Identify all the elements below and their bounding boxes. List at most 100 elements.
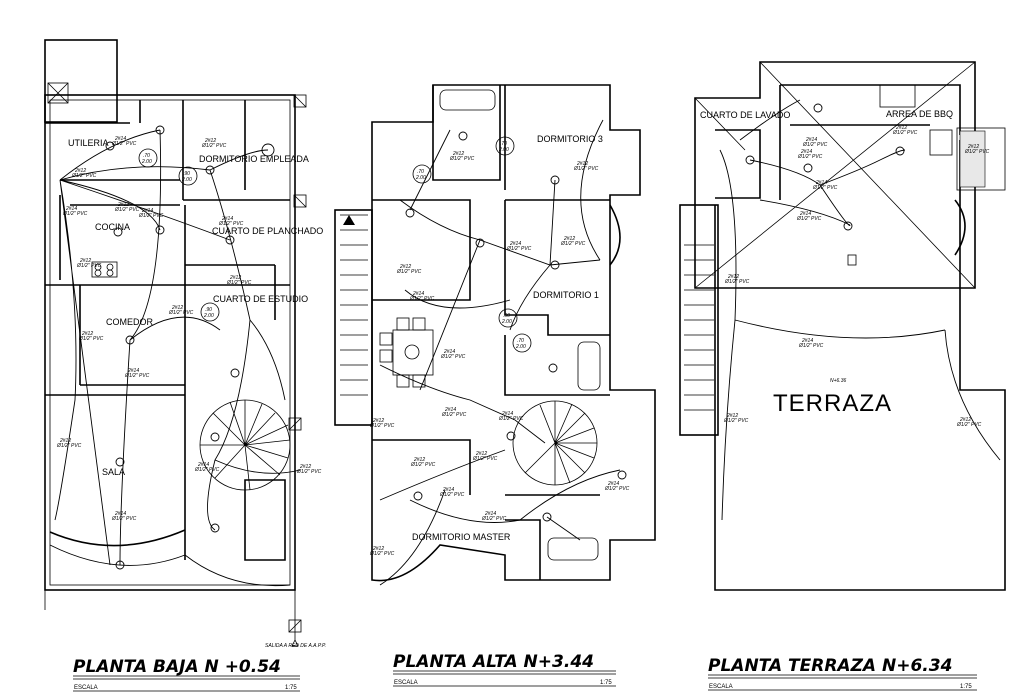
circuit-conduit-label: Ø1/2" PVC bbox=[798, 343, 824, 349]
circuit-conduit-label: Ø1/2" PVC bbox=[369, 551, 395, 557]
circuit-conduit-label: Ø1/2" PVC bbox=[724, 279, 750, 285]
light-fixtures bbox=[745, 103, 905, 231]
room-label: ARREA DE BBQ bbox=[886, 109, 953, 119]
circuit-conduit-label: Ø1/2" PVC bbox=[111, 516, 137, 522]
scale-label: ESCALA bbox=[709, 684, 733, 690]
plan-planta-alta: .702.00 .702.00 .902.00 .702.00 DORMITOR… bbox=[334, 84, 656, 586]
circuit-conduit-label: Ø1/2" PVC bbox=[964, 149, 990, 155]
circuit-conduit-label: Ø1/2" PVC bbox=[441, 412, 467, 418]
title-block-terraza: PLANTA TERRAZA N+6.34 ESCALA 1:75 bbox=[708, 656, 977, 691]
circuit-conduit-label: Ø1/2" PVC bbox=[78, 336, 104, 342]
circuit-conduit-label: Ø1/2" PVC bbox=[892, 130, 918, 136]
circuit-wire-label: 2#14 bbox=[501, 411, 513, 417]
circuit-wire-label: 2#12 bbox=[81, 331, 93, 337]
circuit-conduit-label: Ø1/2" PVC bbox=[56, 443, 82, 449]
circuit-conduit-label: Ø1/2" PVC bbox=[409, 296, 435, 302]
svg-text:.70: .70 bbox=[417, 169, 424, 175]
circuit-conduit-label: Ø1/2" PVC bbox=[449, 156, 475, 162]
circuit-conduit-label: Ø1/2" PVC bbox=[124, 373, 150, 379]
circuit-wire-label: 2#12 bbox=[727, 274, 739, 280]
scale-value: 1:75 bbox=[600, 680, 612, 686]
circuit-wire-label: 2#12 bbox=[967, 144, 979, 150]
light-fixtures bbox=[105, 125, 275, 570]
room-label: COCINA bbox=[95, 222, 130, 232]
circuit-conduit-label: Ø1/2" PVC bbox=[506, 246, 532, 252]
circuit-wire-label: 2#14 bbox=[65, 206, 77, 212]
circuit-wire-label: 2#12 bbox=[399, 264, 411, 270]
circuit-wire-label: 2#12 bbox=[726, 413, 738, 419]
circuit-wire-label: 2#12 bbox=[372, 418, 384, 424]
room-label: UTILERIA bbox=[68, 138, 109, 148]
circuit-wire-label: 2#12 bbox=[204, 138, 216, 144]
svg-text:.90: .90 bbox=[503, 313, 510, 319]
circuit-conduit-label: Ø1/2" PVC bbox=[723, 418, 749, 424]
circuit-conduit-label: Ø1/2" PVC bbox=[396, 269, 422, 275]
circuit-conduit-label: Ø1/2" PVC bbox=[168, 310, 194, 316]
circuit-conduit-label: Ø1/2" PVC bbox=[812, 185, 838, 191]
room-label: CUARTO DE LAVADO bbox=[700, 110, 790, 120]
circuit-wire-label: 2#14 bbox=[412, 291, 424, 297]
circuit-conduit-label: Ø1/2" PVC bbox=[481, 516, 507, 522]
circuit-conduit-label: Ø1/2" PVC bbox=[296, 469, 322, 475]
door-tag: .902.00 bbox=[498, 308, 518, 328]
circuit-wire-label: 2#14 bbox=[442, 487, 454, 493]
circuit-conduit-label: Ø1/2" PVC bbox=[604, 486, 630, 492]
circuit-conduit-label: Ø1/2" PVC bbox=[111, 141, 137, 147]
room-label: DORMITORIO 1 bbox=[533, 290, 599, 300]
circuit-wire-label: 2#14 bbox=[800, 149, 812, 155]
note: SALIDA A RED DE A.A.P.P. bbox=[265, 643, 326, 649]
circuit-conduit-label: Ø1/2" PVC bbox=[498, 416, 524, 422]
plan-title: PLANTA ALTA N+3.44 bbox=[393, 652, 594, 672]
circuit-conduit-label: Ø1/2" PVC bbox=[796, 216, 822, 222]
circuit-conduit-label: Ø1/2" PVC bbox=[218, 221, 244, 227]
svg-text:2.00: 2.00 bbox=[141, 159, 152, 165]
circuit-conduit-label: Ø1/2" PVC bbox=[138, 213, 164, 219]
circuit-wire-label: 2#12 bbox=[299, 464, 311, 470]
room-label: SALA bbox=[102, 467, 125, 477]
level-mark: N+6.36 bbox=[830, 378, 846, 384]
circuit-wire-label: 2#12 bbox=[563, 236, 575, 242]
circuit-wire-label: 2#12 bbox=[79, 258, 91, 264]
circuit-conduit-label: Ø1/2" PVC bbox=[369, 423, 395, 429]
circuit-wire-label: 2#12 bbox=[576, 161, 588, 167]
circuit-conduit-label: Ø1/2" PVC bbox=[71, 173, 97, 179]
room-label: CUARTO DE PLANCHADO bbox=[212, 226, 323, 236]
title-block-baja: PLANTA BAJA N +0.54 ESCALA 1:75 bbox=[73, 657, 300, 692]
circuit-conduit-label: Ø1/2" PVC bbox=[410, 462, 436, 468]
circuit-wire-label: 2#14 bbox=[114, 511, 126, 517]
annex-wall bbox=[44, 39, 118, 123]
circuit-conduit-label: Ø1/2" PVC bbox=[956, 422, 982, 428]
plan-planta-terraza: CUARTO DE LAVADO ARREA DE BBQ TERRAZA N+… bbox=[679, 61, 1006, 591]
title-block-alta: PLANTA ALTA N+3.44 ESCALA 1:75 bbox=[393, 652, 616, 687]
circuit-wire-label: 2#14 bbox=[484, 511, 496, 517]
door-tag: .702.00 bbox=[138, 148, 158, 168]
circuit-wire-label: 2#12 bbox=[452, 151, 464, 157]
svg-text:2.00: 2.00 bbox=[501, 319, 512, 325]
circuit-conduit-label: Ø1/2" PVC bbox=[201, 143, 227, 149]
circuit-wire-label: 2#12 bbox=[117, 202, 129, 208]
circuit-conduit-label: Ø1/2" PVC bbox=[76, 263, 102, 269]
door-tag: .902.00 bbox=[178, 166, 198, 186]
door-tag: .702.00 bbox=[512, 333, 532, 353]
circuit-wire-label: 2#14 bbox=[114, 136, 126, 142]
scale-label: ESCALA bbox=[394, 680, 418, 686]
circuit-conduit-label: Ø1/2" PVC bbox=[194, 467, 220, 473]
svg-text:2.00: 2.00 bbox=[515, 344, 526, 350]
plan-title: PLANTA BAJA N +0.54 bbox=[73, 657, 281, 677]
circuit-wire-label: 2#14 bbox=[799, 211, 811, 217]
terraza-label: TERRAZA bbox=[773, 390, 892, 417]
outer-walls bbox=[44, 94, 296, 591]
door-tag: .902.00 bbox=[200, 302, 220, 322]
room-label: DORMITORIO EMPLEADA bbox=[199, 154, 309, 164]
circuit-wire-label: 2#14 bbox=[607, 481, 619, 487]
svg-text:2.00: 2.00 bbox=[203, 313, 214, 319]
svg-text:2.00: 2.00 bbox=[415, 175, 426, 181]
circuit-wire-label: 2#12 bbox=[475, 451, 487, 457]
circuit-wire-label: 2#12 bbox=[74, 168, 86, 174]
circuit-wire-label: 2#14 bbox=[443, 349, 455, 355]
circuit-wire-label: 2#14 bbox=[509, 241, 521, 247]
scale-label: ESCALA bbox=[74, 685, 98, 691]
circuit-wire-label: 2#12 bbox=[229, 275, 241, 281]
circuit-wire-label: 2#12 bbox=[959, 417, 971, 423]
